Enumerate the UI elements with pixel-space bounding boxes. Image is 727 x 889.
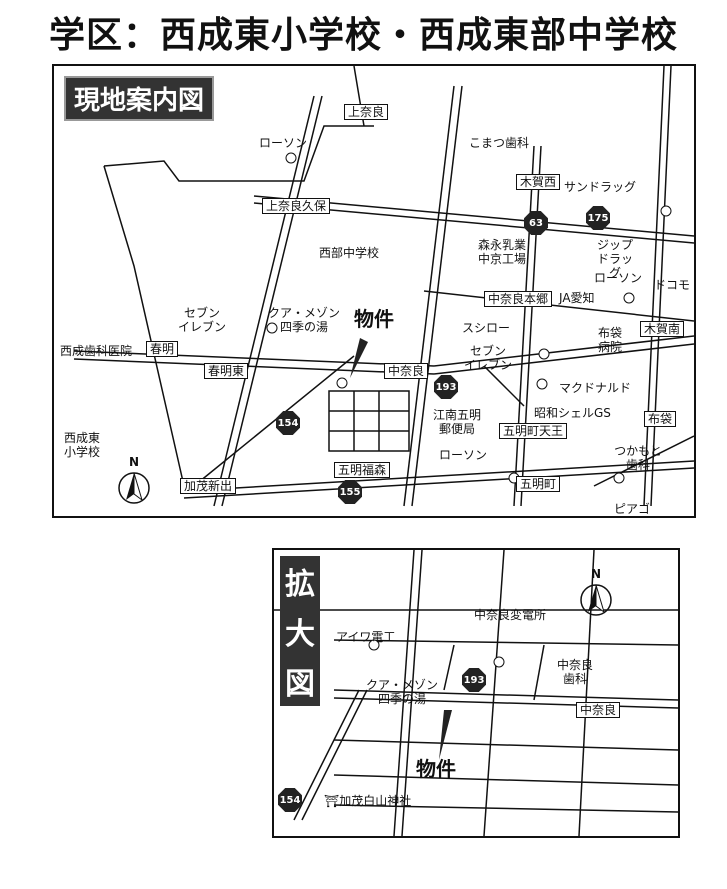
label-seibu-jhs: 西部中学校 [319, 246, 380, 260]
route-175: 175 [586, 206, 610, 230]
label-kaminara: 上奈良 [344, 104, 389, 120]
label-inset-qua-maison: クア・メゾン四季の湯 [365, 678, 438, 706]
inset-map-header: 拡 大 図 [280, 556, 320, 706]
inset-header-char-1: 拡 [285, 567, 315, 602]
page-title: 学区：西成東小学校・西成東部中学校 [48, 15, 678, 56]
label-lawson-1: ローソン [259, 136, 308, 150]
inset-road-network [274, 550, 678, 836]
label-gomyo-cho: 五明町 [516, 476, 561, 492]
label-kaminara-kubo: 上奈良久保 [262, 198, 331, 214]
north-label: N [128, 455, 140, 469]
inset-header-char-3: 図 [285, 667, 315, 702]
label-qua-maison: クア・メゾン四季の湯 [267, 306, 340, 334]
label-zip-drug: ジップドラッグ [596, 238, 633, 280]
main-map-header: 現地案内図 [64, 76, 215, 121]
label-substation: 中奈良変電所 [474, 608, 547, 622]
inset-north-arrow-icon: N [578, 567, 614, 622]
label-seisei-dental: 西成歯科医院 [60, 344, 133, 358]
route-63: 63 [524, 211, 548, 235]
inset-route-154: 154 [278, 788, 302, 812]
label-tsukamoto: つかもと歯科 [614, 444, 662, 472]
main-road-network [73, 66, 694, 507]
label-seven-eleven-2: セブンイレブン [463, 344, 512, 372]
label-inset-nakanara: 中奈良 [576, 702, 621, 718]
label-property: 物件 [354, 307, 394, 331]
label-lawson-3: ローソン [439, 448, 488, 462]
label-konan-post: 江南五明郵便局 [432, 408, 481, 436]
label-showa-shell: 昭和シェルGS [534, 406, 611, 420]
label-nakanara-dental: 中奈良歯科 [556, 658, 593, 686]
label-inset-property: 物件 [416, 757, 456, 781]
label-sushiro: スシロー [462, 321, 511, 335]
inset-header-char-2: 大 [285, 617, 315, 652]
label-hakusan-shrine: ⛩加茂白山神社 [324, 794, 412, 808]
label-aiwa-denko: アイワ電工 [336, 630, 396, 644]
label-ja-aichi: JA愛知 [559, 291, 595, 305]
label-fukuro: 布袋 [644, 411, 677, 427]
label-kiga-nishi: 木賀西 [516, 174, 561, 190]
label-seven-eleven-1: セブンイレブン [177, 306, 226, 334]
label-mcdonalds: マクドナルド [559, 381, 632, 395]
label-harukai-higashi: 春明東 [204, 363, 249, 379]
main-map: 現地案内図 上奈良 ローソン こまつ歯科 木賀西 サンドラッグ 上奈良久保 西部… [52, 64, 696, 518]
route-193: 193 [434, 375, 458, 399]
label-gomyo-tenno: 五明町天王 [499, 423, 568, 439]
label-nakanara-hongo: 中奈良本郷 [484, 291, 553, 307]
label-harukai: 春明 [146, 341, 179, 357]
label-nakanara: 中奈良 [384, 363, 429, 379]
label-docomo: ドコモ [654, 278, 691, 292]
label-komatsu-dental: こまつ歯科 [469, 136, 530, 150]
label-gomyo-fukumori: 五明福森 [334, 462, 391, 478]
north-arrow-icon: N [116, 455, 152, 510]
label-seisei-es: 西成東小学校 [63, 431, 100, 459]
inset-route-193: 193 [462, 668, 486, 692]
inset-north-label: N [590, 567, 602, 581]
label-fukuro-hospital: 布袋病院 [597, 326, 622, 354]
label-lawson-2: ローソン [594, 271, 643, 285]
inset-map: 拡 大 図 アイワ電工 中奈良変電所 中奈良歯科 クア・メゾン四季の湯 中奈良 … [272, 548, 680, 838]
label-morinaga: 森永乳業中京工場 [477, 238, 526, 266]
label-kamo-shinde: 加茂新出 [180, 478, 237, 494]
route-154: 154 [276, 411, 300, 435]
label-kiga-minami: 木賀南 [640, 321, 685, 337]
label-sundrug: サンドラッグ [564, 180, 637, 194]
label-piago: ピアゴ [614, 502, 651, 516]
route-155: 155 [338, 480, 362, 504]
